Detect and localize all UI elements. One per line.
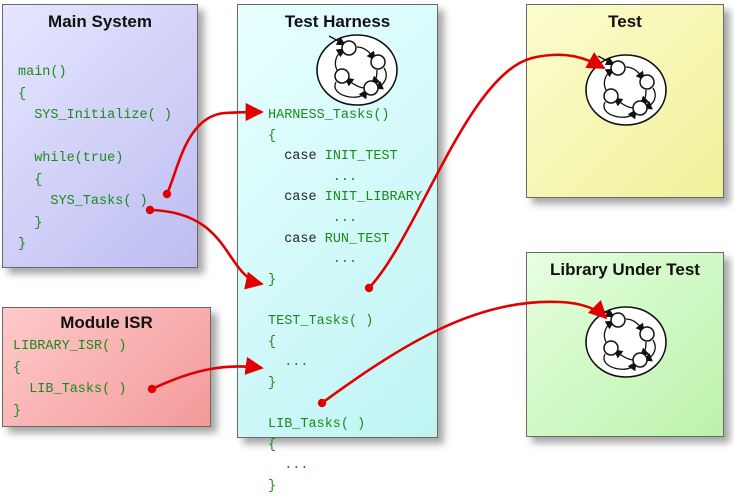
harness-code-line: } (268, 272, 277, 288)
main-code-line: { (18, 86, 27, 102)
isr-code-line: LIBRARY_ISR( ) (13, 339, 127, 354)
library-under-test-title: Library Under Test (550, 260, 700, 279)
harness-code-line: { (268, 334, 277, 350)
harness-code-line: TEST_Tasks( ) (268, 313, 374, 329)
main-system-code: main() { SYS_Initialize( ) while(true) {… (18, 62, 172, 256)
isr-code-line: } (13, 403, 22, 419)
main-code-line: main() (18, 65, 67, 80)
case-keyword: case (268, 149, 325, 165)
main-system-box: Main System main() { SYS_Initialize( ) w… (2, 4, 198, 268)
harness-code-line: case INIT_LIBRARY (268, 190, 422, 206)
harness-code-line: case RUN_TEST (268, 231, 390, 247)
harness-code-line: LIB_Tasks( ) (268, 416, 366, 432)
harness-code-line: ... (268, 252, 358, 268)
module-isr-box: Module ISR LIBRARY_ISR( ) { LIB_Tasks( )… (2, 307, 211, 427)
test-title: Test (608, 12, 642, 31)
module-isr-code: LIBRARY_ISR( ) { LIB_Tasks( ) } (13, 336, 126, 422)
harness-code-line: ... (268, 210, 358, 226)
case-keyword: case (268, 190, 325, 206)
harness-code-line: } (268, 478, 277, 494)
module-isr-title: Module ISR (60, 313, 153, 332)
harness-code-line: { (268, 437, 277, 453)
test-harness-box: Test Harness HARNESS_Tasks() { case INIT… (237, 4, 438, 494)
main-code-line: { (18, 172, 43, 188)
main-code-line: SYS_Tasks( ) (18, 194, 148, 209)
main-code-line: SYS_Initialize( ) (18, 108, 172, 123)
test-box: Test (526, 4, 724, 198)
harness-code-line: { (268, 128, 277, 144)
harness-code-line: HARNESS_Tasks() (268, 108, 390, 123)
main-code-line: } (18, 237, 27, 252)
harness-code-line: ... (268, 458, 309, 474)
harness-code-line: } (268, 375, 277, 391)
isr-code-line: { (13, 360, 22, 376)
test-harness-title: Test Harness (284, 12, 391, 31)
harness-code-line: case INIT_TEST (268, 149, 398, 165)
case-keyword: case (268, 231, 325, 247)
harness-code-line: ... (268, 169, 358, 185)
isr-code-line: LIB_Tasks( ) (13, 382, 127, 397)
harness-code-line: ... (268, 355, 309, 371)
library-under-test-box: Library Under Test (526, 252, 724, 437)
main-code-line: while(true) (18, 151, 124, 166)
main-code-line: } (18, 215, 43, 231)
main-system-title: Main System (48, 12, 152, 31)
test-harness-code: HARNESS_Tasks() { case INIT_TEST ... cas… (268, 106, 422, 497)
